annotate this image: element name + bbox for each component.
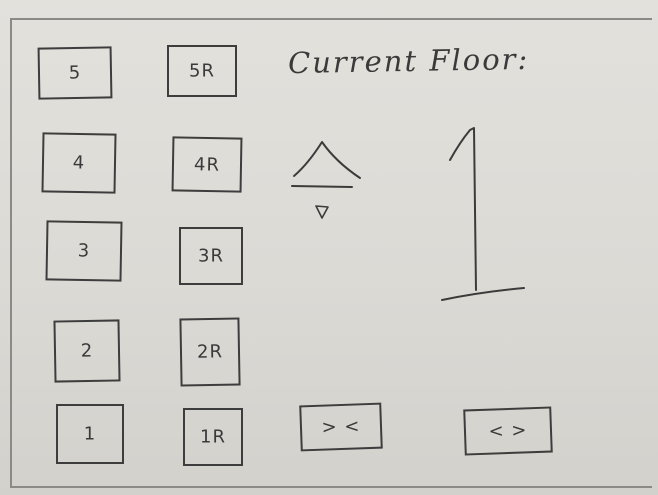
rear-floor-button-4R-label: 4R bbox=[193, 153, 221, 176]
rear-floor-button-5R[interactable]: 5R bbox=[167, 45, 237, 97]
floor-button-4-label: 4 bbox=[72, 152, 86, 174]
rear-floor-button-1R[interactable]: 1R bbox=[183, 408, 243, 466]
floor-button-2-label: 2 bbox=[80, 340, 94, 362]
floor-button-5[interactable]: 5 bbox=[37, 46, 113, 100]
floor-button-5-label: 5 bbox=[68, 62, 82, 84]
door-open-button[interactable]: < > bbox=[463, 406, 553, 456]
down-arrow-icon bbox=[315, 205, 329, 219]
sketch-frame bbox=[10, 18, 652, 488]
rear-floor-button-2R[interactable]: 2R bbox=[179, 317, 241, 387]
door-close-button[interactable]: > < bbox=[299, 402, 383, 452]
direction-indicator bbox=[291, 141, 361, 219]
floor-button-4[interactable]: 4 bbox=[41, 132, 117, 194]
rear-floor-button-3R[interactable]: 3R bbox=[179, 227, 243, 285]
floor-button-3[interactable]: 3 bbox=[45, 220, 123, 282]
floor-button-1-label: 1 bbox=[83, 423, 97, 445]
floor-button-1[interactable]: 1 bbox=[56, 404, 124, 464]
up-arrow-icon bbox=[291, 141, 361, 188]
door-close-label: > < bbox=[321, 415, 361, 439]
floor-button-2[interactable]: 2 bbox=[53, 319, 121, 383]
current-floor-heading: Current Floor: bbox=[287, 41, 530, 81]
rear-floor-button-3R-label: 3R bbox=[198, 245, 224, 267]
door-open-label: < > bbox=[488, 419, 528, 443]
floor-button-3-label: 3 bbox=[77, 240, 91, 262]
rear-floor-button-4R[interactable]: 4R bbox=[171, 136, 243, 193]
rear-floor-button-5R-label: 5R bbox=[189, 60, 215, 82]
rear-floor-button-1R-label: 1R bbox=[200, 426, 226, 448]
rear-floor-button-2R-label: 2R bbox=[196, 341, 224, 363]
current-floor-display bbox=[441, 127, 525, 301]
